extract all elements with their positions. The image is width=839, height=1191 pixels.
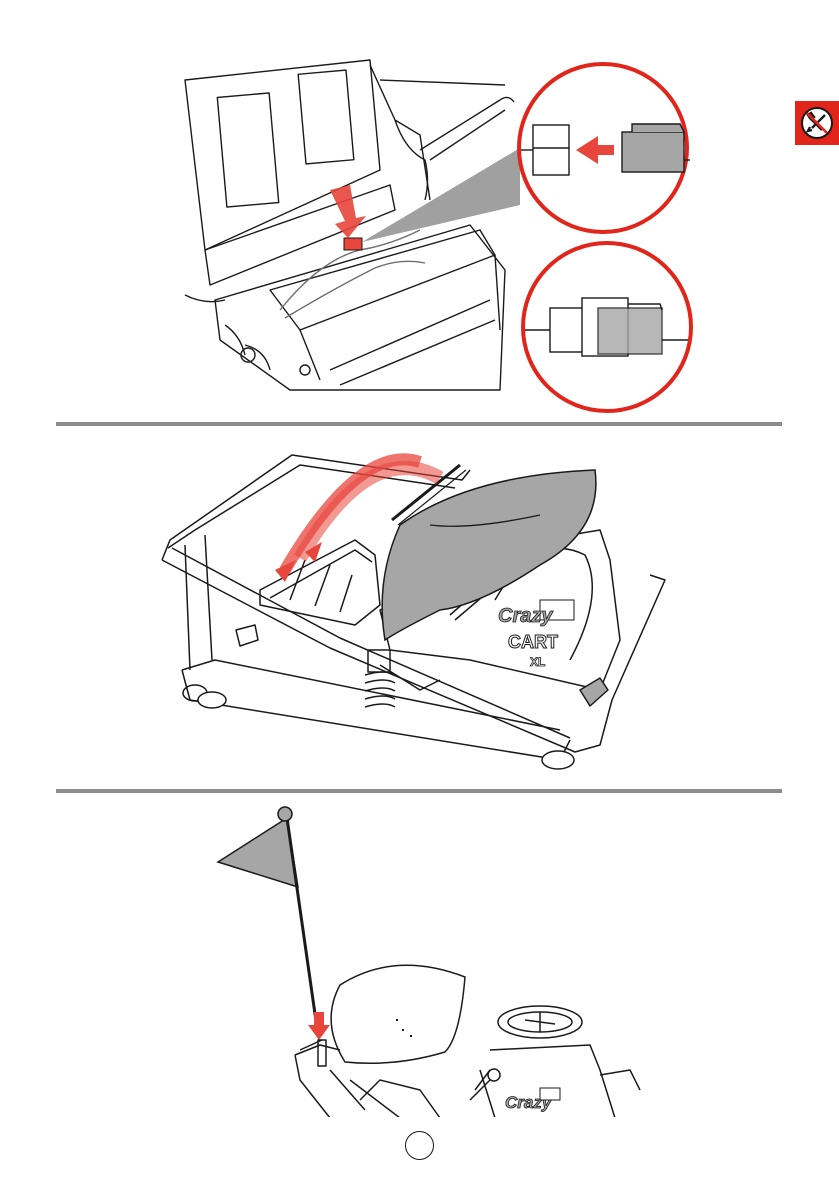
logo-line1: Crazy <box>498 605 553 627</box>
zoom-beam <box>362 148 520 242</box>
divider-top <box>56 422 782 426</box>
zoom-circle-disconnected <box>519 64 690 232</box>
flag-arrow <box>308 1012 330 1040</box>
step-3-illustration: Crazy <box>0 795 839 1120</box>
cart-base <box>182 670 570 760</box>
crop-mask <box>0 1117 839 1131</box>
frame-tube <box>420 97 514 150</box>
label-panel-left <box>217 93 278 207</box>
page-number <box>405 1131 434 1160</box>
spring <box>365 672 395 707</box>
connector-highlight <box>344 238 362 250</box>
battery-lid <box>205 185 395 285</box>
step-2-illustration: Crazy CART XL <box>0 430 839 800</box>
flag <box>218 807 318 1035</box>
cart-logo: Crazy CART XL <box>498 600 574 669</box>
divider-bottom <box>56 789 782 793</box>
insert-arrow <box>330 185 366 238</box>
zoom-circle-connected <box>523 243 691 411</box>
logo-line2: CART <box>508 632 558 652</box>
battery <box>260 540 380 625</box>
logo-line3: XL <box>530 655 545 669</box>
step-1-illustration <box>0 0 839 420</box>
label-panel-right <box>298 70 354 164</box>
seat-installed <box>331 965 465 1063</box>
